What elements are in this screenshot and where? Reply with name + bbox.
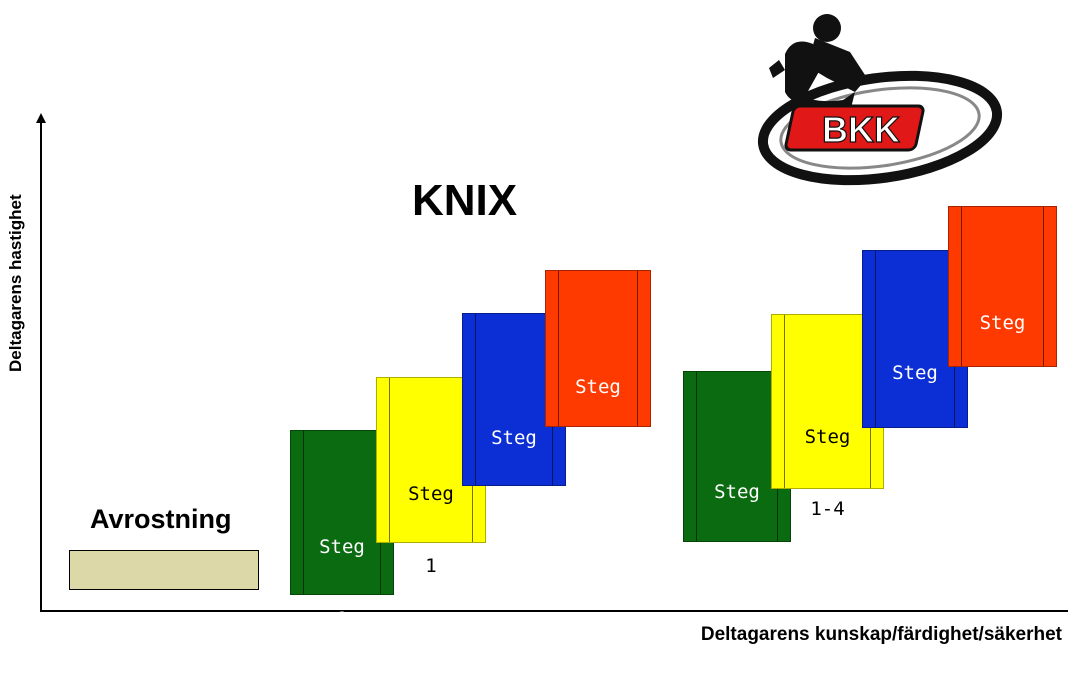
step-block-label: Steg — [408, 483, 454, 505]
step-block-label: Steg — [575, 376, 621, 398]
step-block-label: Steg — [319, 536, 365, 558]
step-block-red-2: Steg 1-4 — [948, 206, 1057, 406]
motorcycle-rider-icon — [769, 14, 867, 114]
step-block-number: 1 — [592, 448, 604, 470]
diagram-title: KNIX — [412, 176, 518, 225]
y-axis-label: Deltagarens hastighet — [6, 194, 25, 372]
bkk-logo-text: BKK — [822, 109, 900, 150]
step-block-number: 1 — [508, 499, 520, 521]
step-block-number: 1-4 — [719, 553, 755, 575]
step-block-number: 1-4 — [810, 498, 845, 520]
step-block-number: 1-4 — [897, 434, 933, 456]
step-block-number: 1 — [336, 608, 348, 630]
x-axis-label: Deltagarens kunskap/färdighet/säkerhet — [700, 624, 1062, 645]
step-block-label: Steg — [892, 362, 938, 384]
step-block-label: Steg — [491, 427, 537, 449]
step-block-number: 1-4 — [985, 384, 1020, 406]
step-block-label: Steg — [979, 312, 1026, 334]
warmup-label: Avrostning — [90, 504, 232, 534]
step-block-number: 1 — [425, 555, 437, 577]
step-block-red-1: Steg 1 — [545, 270, 651, 470]
bkk-badge — [784, 104, 925, 152]
step-block-label: Steg — [804, 426, 851, 448]
x-axis — [40, 610, 1068, 612]
y-axis-arrow-icon — [36, 113, 46, 123]
warmup-box — [69, 550, 259, 590]
y-axis — [40, 122, 42, 612]
bkk-logo: BKK — [757, 14, 1003, 186]
step-block-label: Steg — [714, 481, 760, 503]
